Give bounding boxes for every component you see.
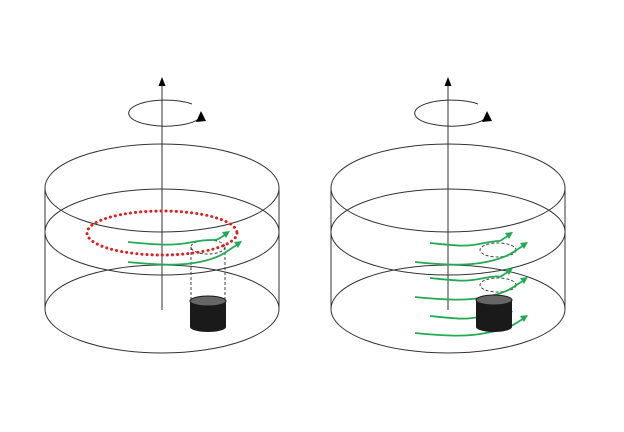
flow-streamline (127, 242, 241, 266)
flow-arrowhead (222, 231, 230, 238)
obstacle-top (475, 294, 513, 306)
obstacle-cylinder (190, 301, 226, 332)
flow-streamline (429, 269, 512, 282)
tank-panel-left (44, 77, 280, 354)
tank-panel-right (330, 77, 566, 354)
flow-arrowhead (505, 232, 513, 239)
flow-streamline (414, 243, 527, 266)
rotation-arc (128, 99, 201, 127)
rotation-arrow-icon (482, 111, 492, 122)
flow-streamline (127, 232, 229, 246)
rotation-arrow-icon (196, 111, 206, 122)
axis-arrow-icon (444, 77, 452, 86)
obstacle-top (189, 295, 227, 307)
flow-streamline (414, 316, 527, 337)
flow-arrowhead (520, 277, 528, 284)
dashed-eddy-ellipse (479, 277, 517, 293)
flow-arrowhead (505, 268, 513, 275)
flow-streamline (429, 233, 512, 247)
flow-arrowhead (520, 242, 528, 249)
axis-arrow-icon (158, 77, 166, 86)
flow-streamline (414, 278, 527, 301)
red-dotted-ring (85, 209, 239, 257)
obstacle-cylinder (476, 300, 512, 332)
flow-arrowhead (520, 315, 528, 322)
flow-arrowhead (234, 241, 242, 248)
dashed-eddy-ellipse (479, 242, 517, 258)
rotation-arc (414, 99, 487, 127)
